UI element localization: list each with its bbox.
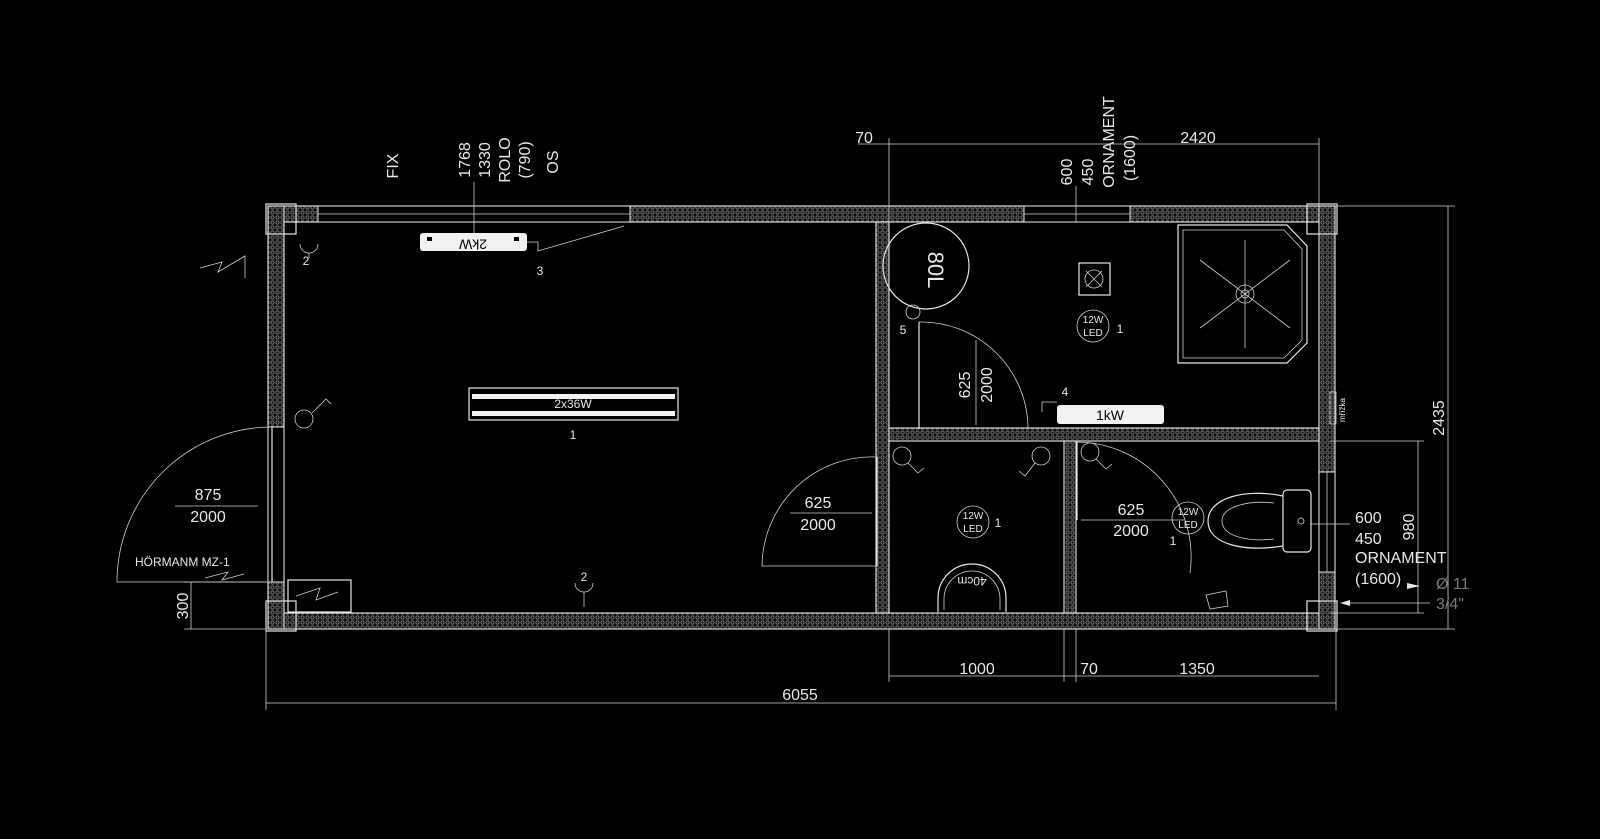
dim-wc-depth: 980 [1401,514,1418,541]
door-bath-height: 2000 [979,367,996,403]
dim-corner-300: 300 [175,593,192,620]
window-wc-sill: (1600) [1355,571,1401,588]
entrance-door-model: HÖRMANM MZ-1 [135,555,230,569]
entrance-door-height: 2000 [190,509,226,526]
dimension-lines: 6055 1000 70 1350 70 2420 2435 980 300 [175,130,1455,710]
marker-3: 3 [537,264,544,278]
window-bath-width: 600 [1059,159,1076,186]
marker-1-bath: 1 [1117,322,1124,336]
dim-partition: 70 [1080,661,1098,678]
boiler-80l: 80L [882,222,970,310]
led-light-basin: 12W LED 1 [956,505,1002,539]
fluorescent-label: 2x36W [554,397,592,411]
svg-text:mřížka: mřížka [1338,397,1347,422]
heater-1kw: 1kW 4 [1041,385,1164,424]
marker-1-shower: 1 [995,516,1002,530]
entrance-door-opening [267,426,285,583]
marker-2-top: 2 [303,254,310,268]
svg-text:LED: LED [1083,328,1102,339]
dim-bath-lower: 1000 [959,661,995,678]
washbasin-40cm: 40cm [937,563,1007,612]
window-main-type: FIX [385,153,402,178]
door-bath-width: 625 [957,372,974,399]
ceiling-fan [1078,262,1111,296]
dim-depth: 2435 [1431,400,1448,436]
door-main-inner-width: 625 [805,495,832,512]
outdoor-light-symbol [199,255,246,278]
window-wc-height: 450 [1355,531,1382,548]
boiler-label: 80L [923,252,948,289]
heater-1kw-label: 1kW [1096,407,1125,423]
dim-wc-width: 1350 [1179,661,1215,678]
corner-post-br [1306,600,1338,632]
partition-wall-wc [1063,440,1077,614]
door-bath: 625 2000 [918,321,1029,430]
partition-wall-main [875,221,890,614]
door-wc-height: 2000 [1113,523,1149,540]
window-main-label: FIX 1768 1330 ROLO (790) OS [385,137,562,182]
pipe-diameter: Ø 11 [1436,576,1470,593]
svg-text:12W: 12W [963,511,984,522]
window-bath-glass: ORNAMENT [1101,96,1118,188]
window-wc-label: 600 450 ORNAMENT (1600) [1310,510,1447,589]
water-inlet-note: Ø 11 3/4" [1340,576,1470,613]
entrance-door: 875 2000 HÖRMANM MZ-1 [116,426,273,583]
corner-post-bl [265,600,297,632]
marker-1-wc: 1 [1170,534,1177,548]
led-light-bath: 12W LED 1 [1076,309,1124,343]
walls [265,203,1338,632]
partition-wall-horizontal [888,427,1320,442]
svg-text:12W: 12W [1083,315,1104,326]
window-bath-height: 450 [1080,159,1097,186]
switch-top: 2 [299,243,319,268]
door-wc-width: 625 [1118,502,1145,519]
window-main-os: OS [545,150,562,173]
pipe-thread: 3/4" [1436,596,1464,613]
svg-text:LED: LED [1178,520,1197,531]
door-main-inner-height: 2000 [800,517,836,534]
svg-text:12W: 12W [1178,507,1199,518]
toilet-paper-holder [1205,590,1229,610]
window-bath-sill: (1600) [1122,135,1139,181]
window-wc-glass: ORNAMENT [1355,550,1447,567]
corner-post-tl [265,203,297,235]
switch-bath-right [1018,446,1051,477]
door-wc: 625 2000 [1076,441,1192,574]
toilet [1207,489,1312,553]
dim-total-length: 6055 [782,687,818,704]
entrance-door-width: 875 [195,487,222,504]
grille-sign: mřížka [1329,391,1347,425]
socket-left-wall [294,398,332,429]
led-light-wc: 12W LED 1 [1170,501,1205,548]
svg-text:LED: LED [963,524,982,535]
door-main-inner: 625 2000 [761,456,878,567]
shower-tray [1177,224,1308,364]
heater-2kw: 2kW [420,182,625,252]
window-bath-label: 600 450 ORNAMENT (1600) [1059,96,1139,222]
window-wc-width: 600 [1355,510,1382,527]
basin-label: 40cm [957,574,986,588]
marker-5: 5 [900,323,907,337]
dim-left-offset: 70 [855,130,873,147]
switch-bottom: 2 [574,570,594,607]
window-main-height: 1330 [477,142,494,178]
window-main-rolo-size: (790) [517,141,534,178]
marker-4: 4 [1062,385,1069,399]
window-main-width: 1768 [457,142,474,178]
window-main-rolo: ROLO [497,137,514,182]
corner-post-tr [1306,203,1338,235]
switch-bath-left [892,446,925,474]
heater-2kw-label: 2kW [458,236,487,252]
marker-2-bottom: 2 [581,570,588,584]
fluorescent-light: 2x36W 1 [468,387,679,442]
marker-1-main: 1 [570,428,577,442]
dim-bath-width: 2420 [1180,130,1216,147]
switch-wc [1080,442,1113,470]
bottom-wall [267,612,1336,630]
electrical-box [287,579,352,613]
